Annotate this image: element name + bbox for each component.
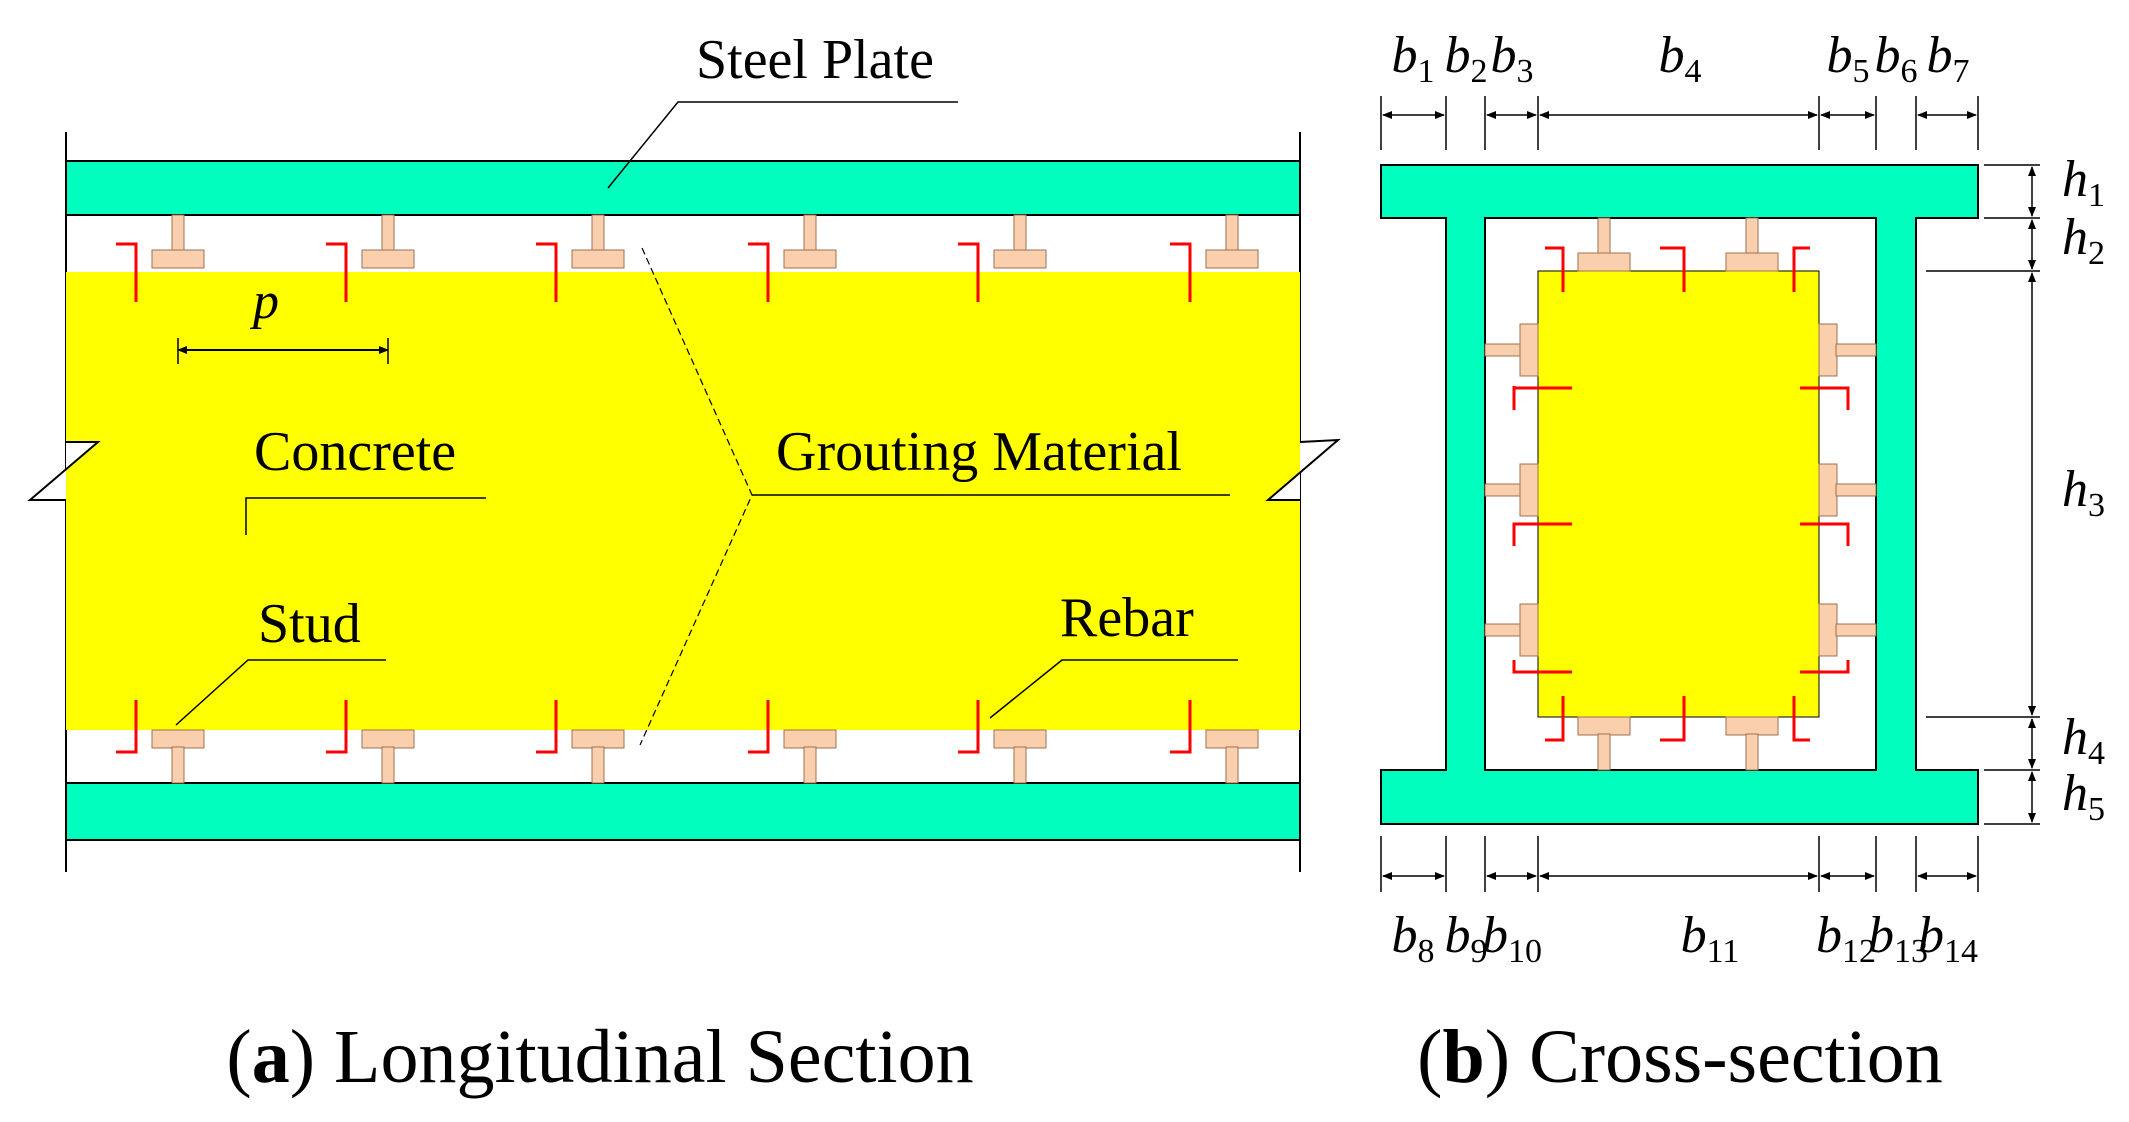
top-steel-plate [65,160,1301,216]
dimension-label: b5 [1827,27,1870,90]
dimension-label: h2 [2062,209,2105,272]
rebar-icon [1800,386,1850,410]
dimension-label: b4 [1659,27,1702,90]
dimension-label: b14 [1918,907,1978,970]
right-dimension-column [1926,164,2040,825]
dimension-label: b9 [1445,907,1488,970]
stud-icon [1725,716,1779,771]
stud-icon [1484,323,1539,377]
rebar-icon [958,700,980,754]
rebar-icon [748,242,770,302]
stud-icon [1484,463,1539,517]
rebar-icon [116,700,138,754]
stud-icon [1205,729,1259,784]
caption-a: (a) Longitudinal Section [226,1015,973,1099]
rebar-icon [1512,660,1572,674]
dimension-label: b6 [1875,27,1918,90]
steel-plate-label: Steel Plate [696,29,934,91]
grouting-label: Grouting Material [776,421,1182,483]
stud-leader [175,659,386,726]
stud-icon [1205,214,1259,269]
dimension-label: h1 [2062,151,2105,214]
rebar-icon [326,700,348,754]
rebar-icon [536,242,558,302]
rebar-icon [326,242,348,302]
dimension-label: h3 [2062,461,2105,524]
top-dimension-row [1380,96,1979,150]
rebar-icon [1545,246,1565,292]
steel-plate-leader [607,101,958,189]
cross-rebars [1512,246,1850,742]
cross-concrete-core [1537,270,1820,718]
dimension-label: b13 [1868,907,1928,970]
rebar-icon [1792,246,1810,292]
rebar-icon [1170,700,1192,754]
cross-studs [1484,217,1877,771]
stud-icon [1818,323,1877,377]
stud-icon [1725,217,1779,272]
top-studs [151,214,1259,269]
stud-icon [1577,716,1631,771]
rebar-icon [1800,522,1850,546]
dimension-label: b1 [1392,27,1435,90]
rebar-icon [1792,696,1810,742]
rebar-icon [1512,522,1572,546]
stud-label: Stud [258,593,361,655]
dimension-label: b7 [1927,27,1970,90]
left-break-mark [27,441,101,501]
rebar-leader [989,659,1238,719]
dimension-label: b11 [1681,907,1740,970]
stud-icon [571,729,625,784]
stud-icon [1818,463,1877,517]
dimension-label: h5 [2062,765,2105,828]
bottom-dimension-row [1380,836,1979,892]
bottom-steel-plate [65,782,1301,841]
panel-longitudinal: p Steel Plate Concrete Grouting Material… [27,29,1341,1099]
stud-icon [151,214,205,269]
stud-icon [993,729,1047,784]
right-break-mark [1265,438,1341,501]
rebar-icon [116,242,138,302]
dimension-label: b12 [1816,907,1876,970]
rebar-icon [958,242,980,302]
stud-icon [361,214,415,269]
stud-icon [783,214,837,269]
dimension-label: b3 [1491,27,1534,90]
rebar-label: Rebar [1060,587,1194,649]
dimension-label: h4 [2062,709,2105,772]
dimension-label: b10 [1482,907,1542,970]
rebars [116,242,1192,754]
rebar-icon [1660,246,1686,292]
concrete-leader [245,497,486,535]
bottom-studs [151,729,1259,784]
pitch-label: p [249,273,279,330]
stud-icon [1577,217,1631,272]
rebar-icon [1170,242,1192,302]
stud-icon [1818,603,1877,657]
dimension-label: b2 [1445,27,1488,90]
rebar-icon [748,700,770,754]
stud-icon [571,214,625,269]
rebar-icon [1545,696,1565,742]
stud-icon [993,214,1047,269]
rebar-icon [1800,660,1850,674]
dimension-label: b8 [1392,907,1435,970]
rebar-icon [536,700,558,754]
concrete-label: Concrete [254,421,456,483]
stud-icon [1484,603,1539,657]
stud-icon [361,729,415,784]
stud-icon [151,729,205,784]
caption-b: (b) Cross-section [1417,1015,1943,1099]
rebar-icon [1660,696,1686,742]
stud-icon [783,729,837,784]
